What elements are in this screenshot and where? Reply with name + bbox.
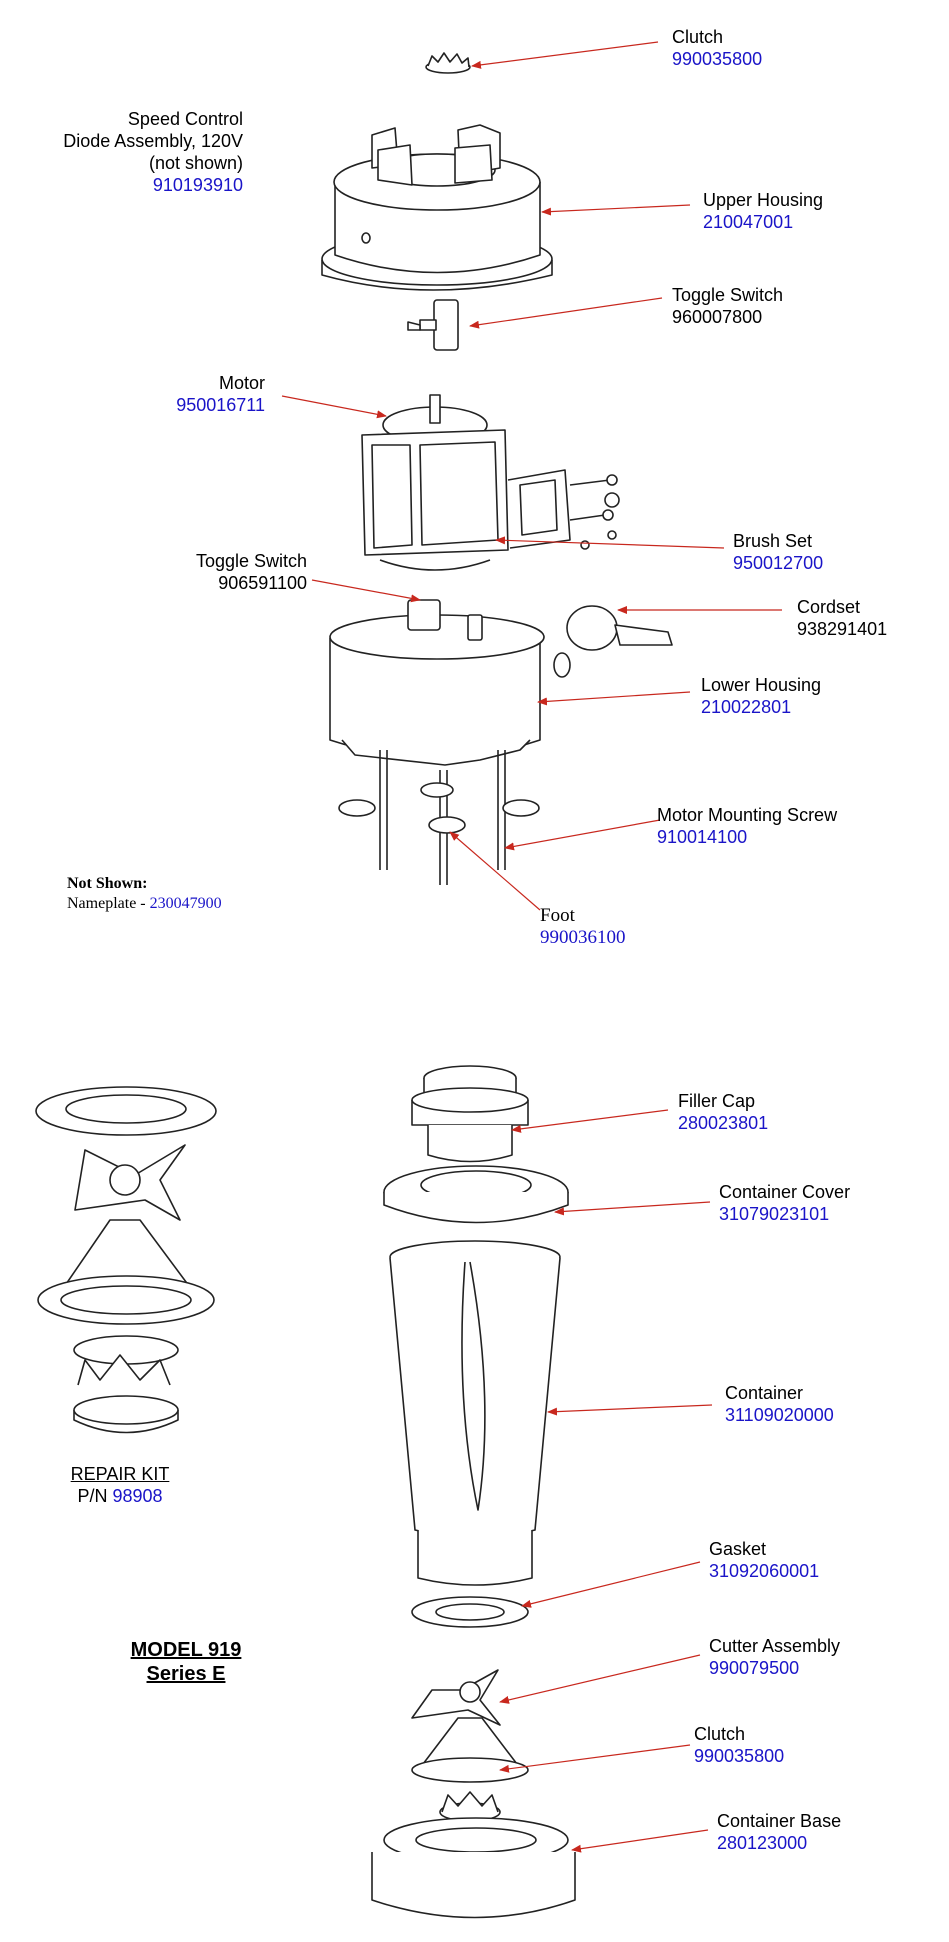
label-motor-mounting-screw: Motor Mounting Screw 910014100: [657, 805, 838, 847]
label-repair-kit: REPAIR KIT P/N 98908: [70, 1464, 170, 1506]
label-toggle-switch-1: Toggle Switch 960007800: [672, 285, 784, 327]
leader-upper-housing: [541, 204, 691, 216]
gasket-part: [411, 1596, 529, 1628]
leader-motor-mounting-screw: [504, 819, 661, 851]
upper-housing-part: [321, 124, 553, 291]
filler-cap-part: [411, 1065, 529, 1163]
toggle-switch-top-part: [407, 299, 459, 351]
leader-cutter-assembly: [499, 1654, 701, 1704]
leader-container-cover: [554, 1201, 711, 1216]
repair-kit-drawing: [35, 1086, 217, 1434]
container-part: [389, 1240, 561, 1586]
label-brush-set: Brush Set 950012700: [733, 531, 824, 573]
leader-brush-set: [495, 536, 725, 549]
label-toggle-switch-2: Toggle Switch 906591100: [195, 551, 307, 593]
leader-clutch-top: [471, 41, 659, 69]
label-container-cover: Container Cover 31079023101: [719, 1182, 851, 1224]
cordset-part: [553, 605, 673, 678]
leader-lower-housing: [537, 691, 691, 706]
label-not-shown: Not Shown: Nameplate - 230047900: [67, 875, 222, 912]
leader-gasket: [521, 1561, 701, 1608]
leader-toggle-switch-2: [311, 579, 421, 603]
label-cordset: Cordset 938291401: [797, 597, 888, 639]
leader-filler-cap: [511, 1109, 669, 1133]
label-container-base: Container Base 280123000: [717, 1811, 842, 1853]
lower-housing-part: [329, 599, 545, 885]
label-clutch-bottom: Clutch 990035800: [694, 1724, 785, 1766]
label-cutter-assembly: Cutter Assembly 990079500: [709, 1636, 841, 1678]
clutch-bottom-part: [439, 1791, 501, 1822]
cutter-assembly-part: [411, 1669, 529, 1783]
label-upper-housing: Upper Housing 210047001: [703, 190, 824, 232]
leader-clutch-bottom: [499, 1744, 691, 1773]
label-container: Container 31109020000: [725, 1383, 834, 1425]
label-motor: Motor 950016711: [176, 373, 265, 415]
leader-container: [547, 1404, 713, 1416]
label-filler-cap: Filler Cap 280023801: [678, 1091, 769, 1133]
label-clutch-top: Clutch 990035800: [672, 27, 763, 69]
clutch-top-part: [425, 52, 471, 74]
label-speed-control: Speed Control Diode Assembly, 120V (not …: [63, 109, 243, 195]
leader-foot: [449, 831, 541, 911]
label-lower-housing: Lower Housing 210022801: [701, 675, 822, 717]
leader-container-base: [571, 1829, 709, 1853]
label-model: MODEL 919 Series E: [130, 1639, 242, 1685]
leader-toggle-switch-1: [469, 297, 663, 329]
motor-part: [361, 394, 620, 571]
label-gasket: Gasket 31092060001: [709, 1539, 820, 1581]
leader-lines: [281, 41, 782, 1853]
container-cover-part: [383, 1165, 569, 1224]
leader-motor: [281, 395, 387, 419]
label-foot: Foot 990036100: [540, 905, 626, 948]
container-base-part: [371, 1817, 576, 1919]
